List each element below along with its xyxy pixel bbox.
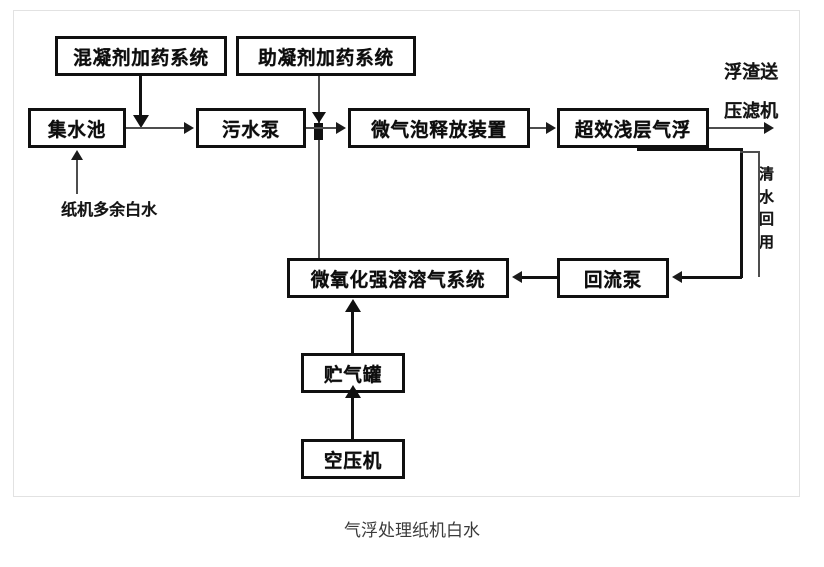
arrowhead-gastank-up [345,299,361,312]
connector-compressor-up [351,396,354,440]
connector-pump-to-junction [306,127,328,129]
node-coagulant-dosing: 混凝剂加药系统 [55,36,227,76]
connector-whitewater-up [76,160,78,194]
diagram-frame [13,10,800,497]
node-label: 贮气罐 [323,363,383,386]
node-reflux-pump: 回流泵 [557,258,669,298]
arrowhead-whitewater-up [71,150,83,160]
connector-gastank-up [351,310,354,354]
valve-stub [314,123,323,140]
node-collection-tank: 集水池 [28,108,126,148]
arrowhead-compressor-up [345,385,361,398]
node-label: 空压机 [323,449,383,472]
annotation-clear-water-reuse: 清水回用 [758,165,774,251]
node-label: 超效浅层气浮 [574,118,692,141]
annotation-scum-to-filter-press-line1: 浮渣送 [724,62,778,83]
connector-clearwater-branch [758,152,760,277]
arrowhead-to-reflux-pump [672,271,682,283]
connector-clearwater-branch-top [740,151,760,153]
connector-refluxpump-to-microox [522,276,558,279]
arrowhead-microbubble-to-flotation [546,122,556,134]
arrowhead-refluxpump-to-microox [512,271,522,283]
arrowhead-coagulant-down [133,115,149,128]
arrowhead-to-microbubble [336,122,346,134]
node-micro-oxidation-gas: 微氧化强溶溶气系统 [287,258,509,298]
connector-junction-to-microbubble [322,127,338,129]
diagram-caption: 气浮处理纸机白水 [344,521,480,541]
valve-marker-flocculant-injection [312,112,326,123]
connector-collection-to-pump [126,127,188,129]
arrowhead-collection-to-pump [184,122,194,134]
node-label: 集水池 [47,118,107,141]
arrowhead-flotation-to-filterpress [764,122,774,134]
connector-coagulant-down [139,76,142,117]
node-label: 微氧化强溶溶气系统 [310,268,486,291]
connector-flotation-bottom-right [637,148,742,151]
node-label: 助凝剂加药系统 [258,46,394,69]
node-air-compressor: 空压机 [301,439,405,479]
connector-flocculant-vertical [318,76,320,258]
connector-flotation-down [740,148,743,278]
node-microbubble-release: 微气泡释放装置 [348,108,530,148]
node-label: 污水泵 [221,118,281,141]
node-flocculant-dosing: 助凝剂加药系统 [236,36,416,76]
node-shallow-air-flotation: 超效浅层气浮 [557,108,709,148]
annotation-scum-to-filter-press-line2: 压滤机 [724,101,778,122]
node-label: 回流泵 [583,268,643,291]
connector-flotation-to-filterpress [709,127,767,129]
connector-microbubble-to-flotation [530,127,551,129]
node-label: 微气泡释放装置 [371,118,507,141]
annotation-paper-machine-whitewater: 纸机多余白水 [61,200,158,219]
node-label: 混凝剂加药系统 [73,46,209,69]
node-sewage-pump: 污水泵 [196,108,306,148]
connector-down-to-refluxpump [682,276,742,279]
